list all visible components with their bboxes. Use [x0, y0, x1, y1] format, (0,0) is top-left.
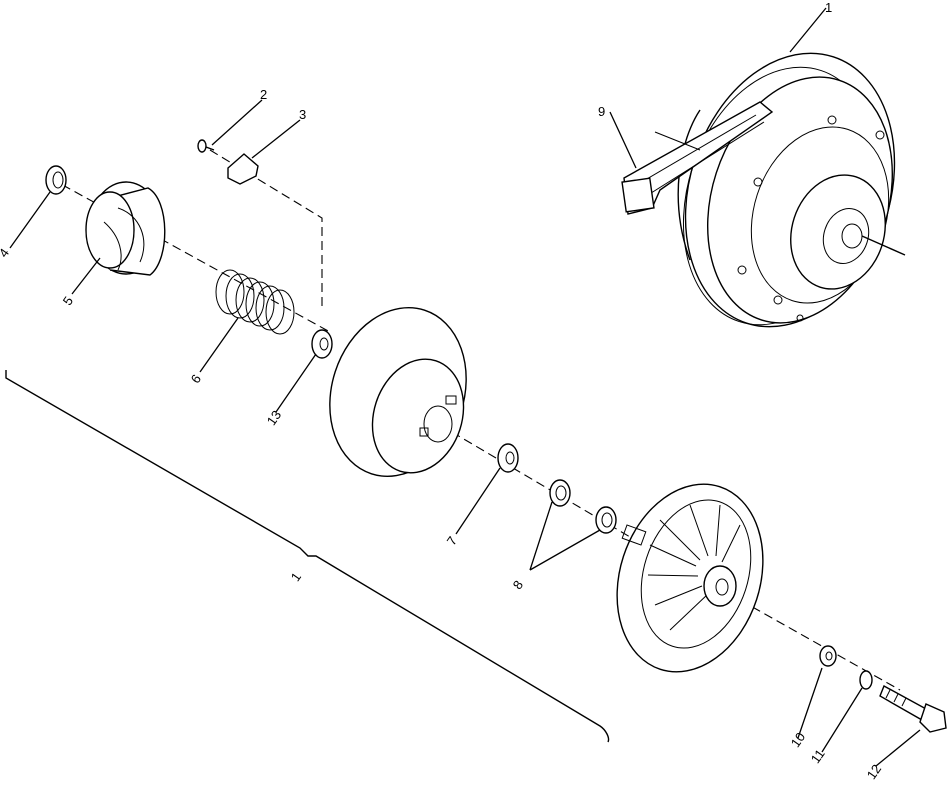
assembly-axis-line-3 [739, 599, 901, 691]
callout-3: 3 [299, 107, 306, 122]
bolt [879, 685, 947, 733]
bushing [497, 443, 519, 473]
pin [197, 139, 215, 153]
callout-9: 9 [598, 104, 605, 119]
spring [215, 269, 295, 335]
assembled-clutch [677, 52, 906, 328]
callout-2: 2 [260, 87, 267, 102]
callout-10: 10 [788, 730, 809, 750]
washers-8 [549, 479, 617, 534]
callout-8: 8 [510, 578, 526, 593]
snap-ring [45, 165, 67, 195]
callout-13: 13 [264, 408, 285, 428]
callout-7: 7 [444, 534, 460, 549]
leader-lines [9, 7, 921, 767]
callout-5: 5 [60, 294, 76, 309]
callout-1-bracket: 1 [288, 570, 304, 585]
cam-button [227, 153, 259, 185]
washer-13 [311, 329, 333, 359]
assembly-bracket [5, 370, 610, 743]
pin-axis-line [209, 149, 323, 310]
callout-12: 12 [864, 762, 885, 782]
washer-10 [819, 645, 837, 667]
moveable-sheave [329, 307, 467, 477]
fixed-sheave [616, 483, 764, 673]
callout-1-top: 1 [825, 0, 832, 15]
lock-washer [859, 670, 873, 690]
callout-11: 11 [808, 746, 828, 766]
callout-6: 6 [188, 372, 204, 387]
drive-belt [621, 101, 774, 215]
assembly-axis-line [49, 177, 331, 333]
cam [85, 181, 166, 276]
